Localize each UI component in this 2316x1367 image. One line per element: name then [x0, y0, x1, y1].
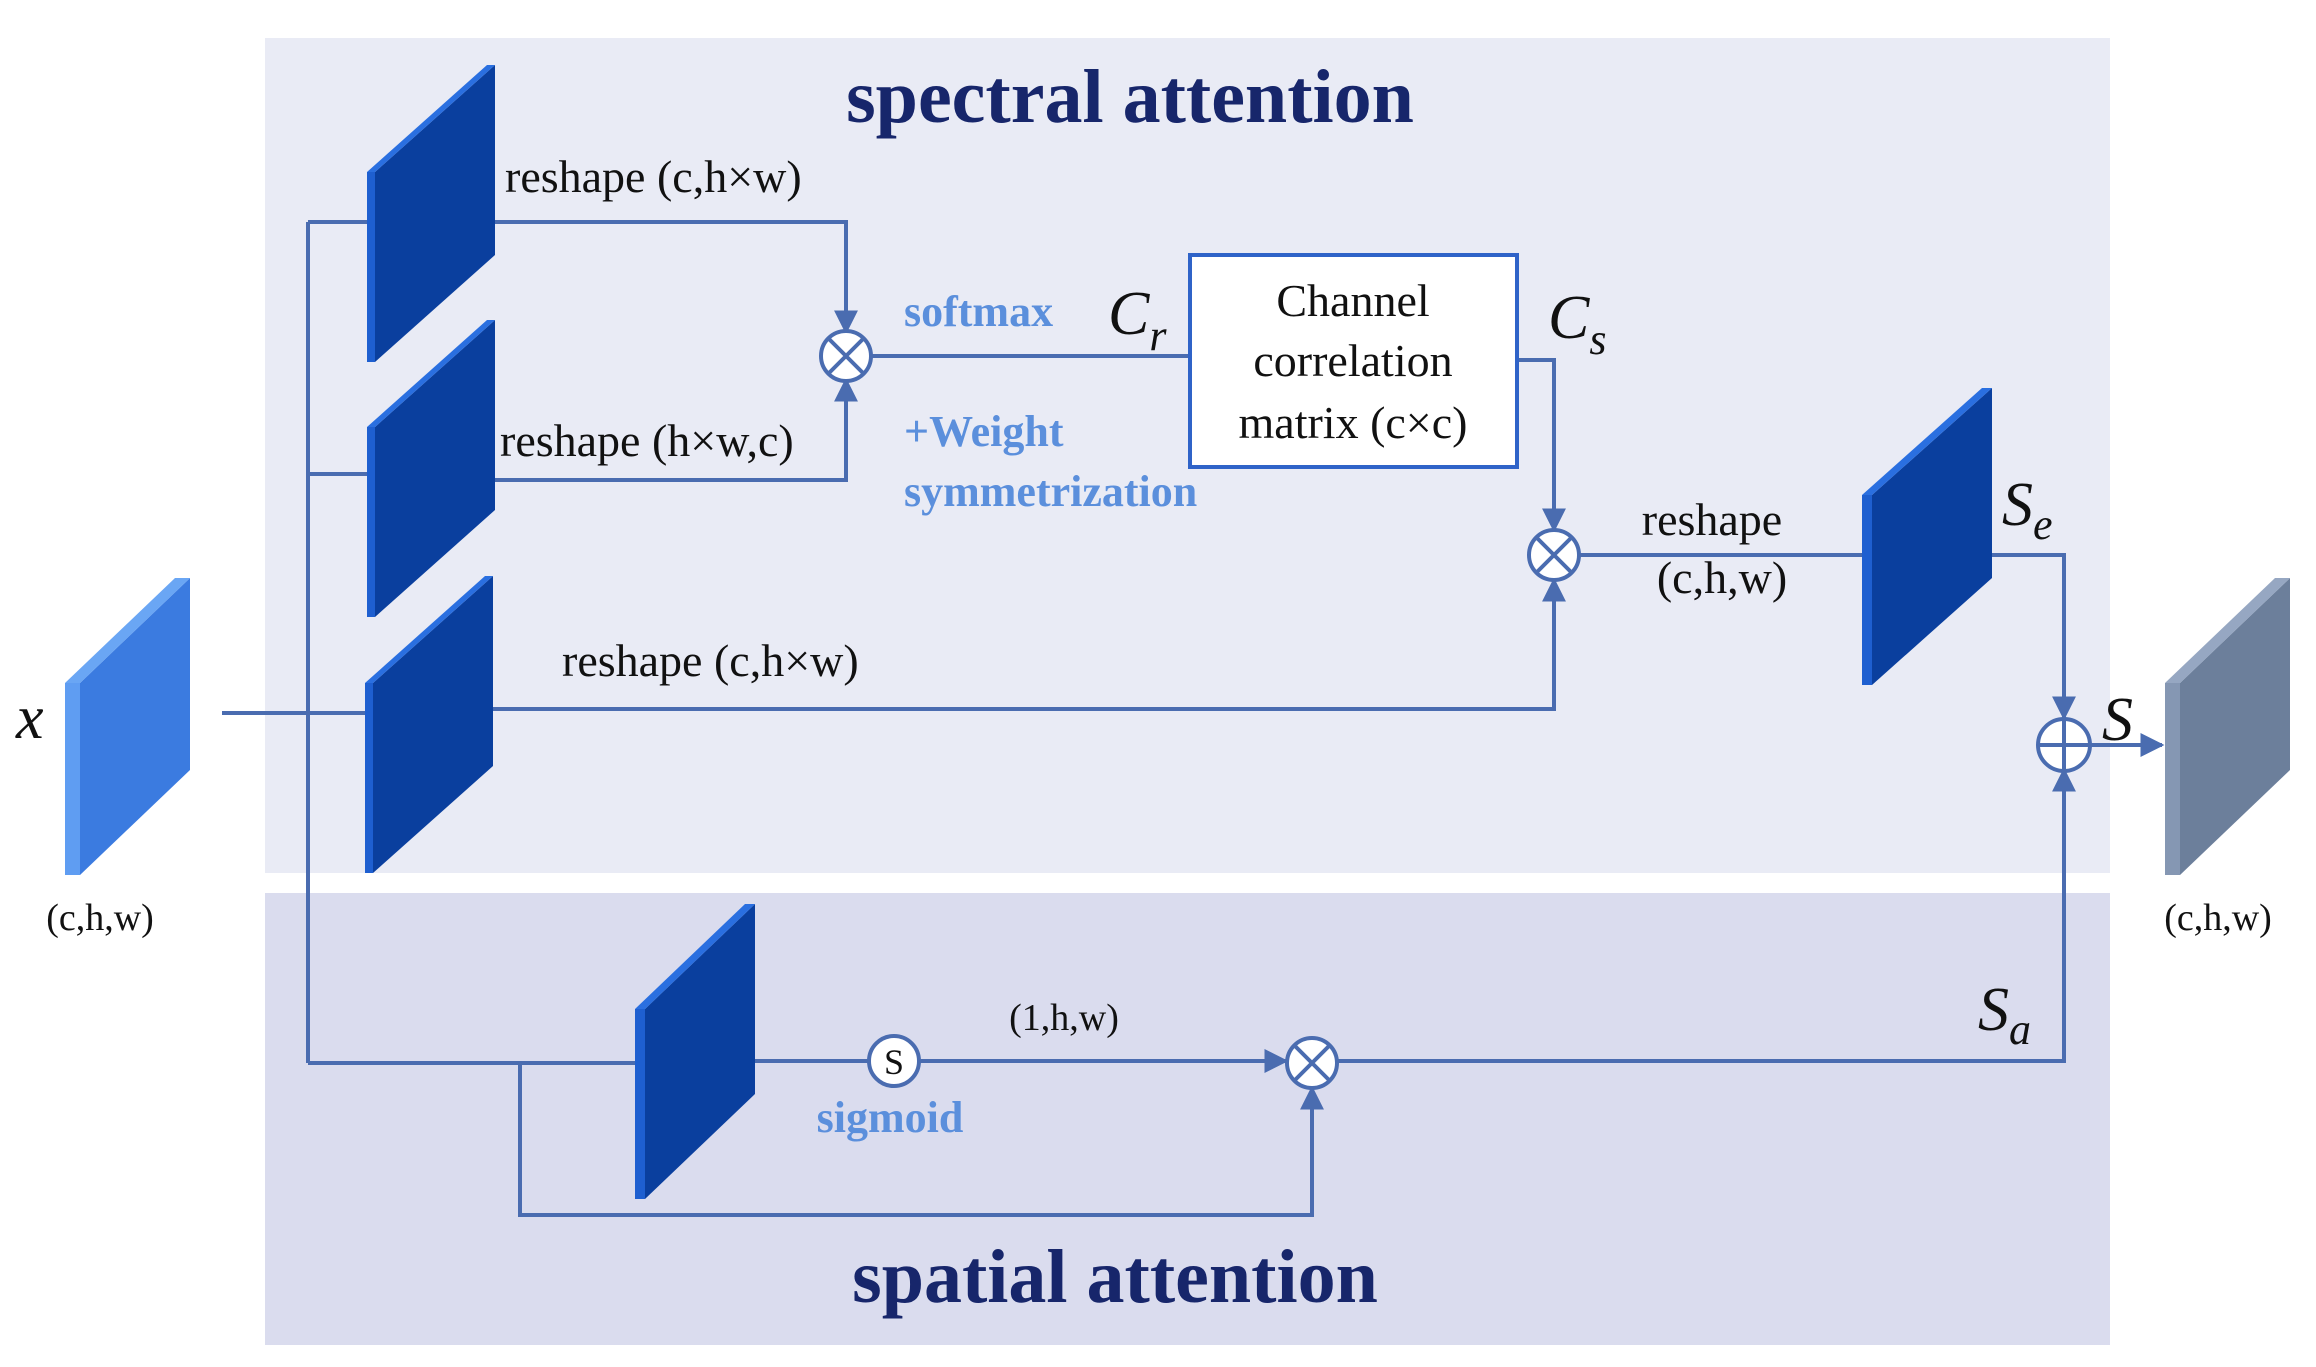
input-shape-label: (c,h,w): [46, 897, 154, 939]
cr-main: C: [1108, 280, 1150, 348]
corr-line-2: correlation: [1253, 335, 1452, 386]
se-subscript: e: [2033, 500, 2053, 549]
reshape-top-label: reshape (c,h×w): [505, 151, 802, 202]
wire-se-to-plus: [1990, 553, 2076, 721]
sa-main: S: [1978, 976, 2009, 1044]
feature-block-top: [367, 65, 495, 362]
multiply-operator-3: [1285, 1036, 1339, 1090]
sigmoid-glyph: S: [884, 1042, 904, 1082]
output-block: [2165, 578, 2290, 875]
se-symbol: Se: [2002, 471, 2053, 549]
wire-corr-to-mul2: [1517, 358, 1566, 533]
spectral-attention-title: spectral attention: [846, 55, 1414, 139]
feature-block-mid: [367, 320, 495, 617]
wire-top-to-mul: [495, 220, 858, 335]
cr-symbol: Cr: [1108, 280, 1167, 360]
sa-symbol: Sa: [1978, 976, 2031, 1054]
input-block: [65, 578, 190, 875]
cs-symbol: Cs: [1548, 284, 1606, 364]
cr-subscript: r: [1149, 311, 1167, 360]
feature-block-bottom: [365, 576, 493, 873]
input-x-symbol: x: [15, 684, 44, 752]
weight-label-line-1: +Weight: [904, 407, 1064, 456]
spectral-attention-panel: [265, 38, 2110, 873]
corr-line-3: matrix (c×c): [1239, 397, 1468, 448]
reshape-output-line-1: reshape: [1642, 494, 1782, 545]
wire-sa-to-plus: [1338, 767, 2076, 1063]
spatial-skip-wire: [518, 1063, 1324, 1217]
multiply-operator-1: [819, 329, 873, 383]
cs-main: C: [1548, 284, 1590, 352]
feature-block-spatial: [635, 904, 755, 1199]
shape-1hw-label: (1,h,w): [1009, 997, 1119, 1039]
weight-label-line-2: symmetrization: [904, 467, 1197, 516]
add-operator: [2036, 717, 2092, 773]
softmax-label: softmax: [904, 287, 1053, 336]
wire-mid-to-mul: [495, 377, 858, 482]
spatial-attention-title: spatial attention: [852, 1235, 1378, 1319]
sigmoid-label: sigmoid: [817, 1093, 964, 1142]
multiply-operator-2: [1527, 528, 1581, 582]
output-shape-label: (c,h,w): [2164, 897, 2272, 939]
channel-correlation-box: [1188, 253, 1519, 469]
spatial-attention-panel: [265, 893, 2110, 1345]
cs-subscript: s: [1589, 315, 1606, 364]
reshape-mid-label: reshape (h×w,c): [500, 415, 794, 466]
sa-subscript: a: [2009, 1005, 2031, 1054]
reshape-bottom-label: reshape (c,h×w): [562, 635, 859, 686]
sigmoid-operator: S: [867, 1034, 921, 1088]
output-s-symbol: S: [2102, 686, 2133, 754]
corr-line-1: Channel: [1276, 275, 1429, 326]
se-main: S: [2002, 471, 2033, 539]
feature-block-se: [1862, 388, 1992, 685]
reshape-output-line-2: (c,h,w): [1657, 552, 1787, 603]
wire-bot-to-mul2: [493, 577, 1566, 711]
